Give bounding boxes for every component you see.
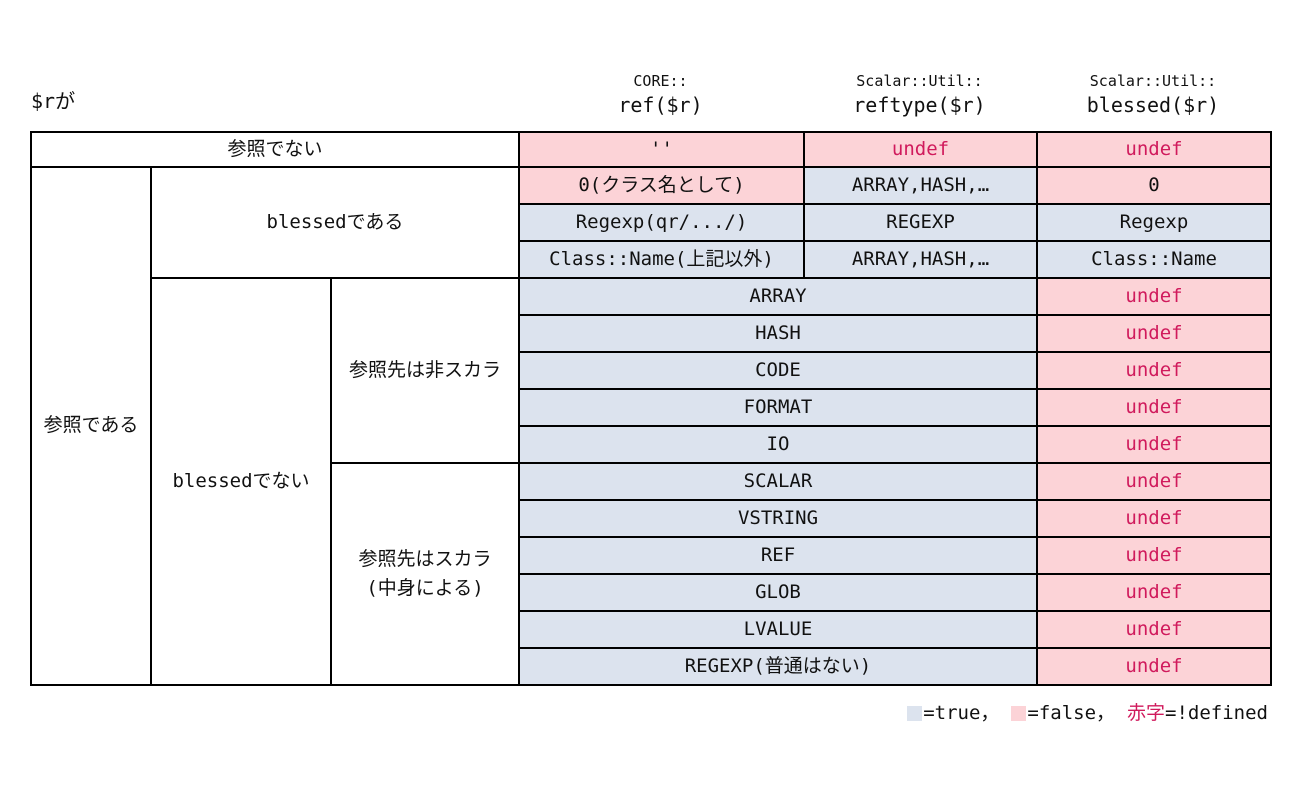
side-cell-is-ref: 参照である <box>30 166 152 686</box>
column-header-reftype: Scalar::Util:: reftype($r) <box>803 70 1036 119</box>
side-cell-not-blessed: blessedでない <box>150 277 332 686</box>
cell-ref-empty-string: '' <box>518 131 805 168</box>
cell-blessed-regexp: Regexp <box>1036 203 1272 242</box>
legend-false-label: =false， <box>1027 702 1116 724</box>
cell-ref-regexp: Regexp(qr/.../) <box>518 203 805 242</box>
cell-ref-reftype-code: CODE <box>518 351 1038 390</box>
legend-defined-label: =!defined <box>1165 702 1268 724</box>
cell-reftype-regexp: REGEXP <box>803 203 1038 242</box>
legend: =true， =false， 赤字=!defined <box>907 699 1268 727</box>
cell-blessed-undef: undef <box>1036 610 1272 649</box>
cell-ref-reftype-ref: REF <box>518 536 1038 575</box>
table-row: REF undef <box>31 536 1272 575</box>
side-cell-target-scalar: 参照先はスカラ (中身による) <box>330 462 520 686</box>
column-header-blessed-function: blessed($r) <box>1086 93 1220 117</box>
false-color-swatch-icon <box>1011 705 1027 721</box>
cell-blessed-undef: undef <box>1036 425 1272 464</box>
column-header-ref: CORE:: ref($r) <box>518 70 803 119</box>
table-row: HASH undef <box>31 314 1272 353</box>
cell-blessed-undef: undef <box>1036 499 1272 538</box>
column-header-blessed: Scalar::Util:: blessed($r) <box>1036 70 1270 119</box>
column-header-ref-function: ref($r) <box>618 93 703 117</box>
row-variable-label: $rが <box>31 89 76 113</box>
table-row: 参照でない '' undef undef <box>30 131 1272 168</box>
true-color-swatch-icon <box>907 705 923 721</box>
cell-ref-reftype-glob: GLOB <box>518 573 1038 612</box>
cell-reftype-array-hash: ARRAY,HASH,… <box>803 166 1038 205</box>
table-row: blessedでない 参照先は非スカラ ARRAY undef <box>31 277 1272 686</box>
table-row: Class::Name(上記以外) ARRAY,HASH,… Class::Na… <box>31 240 1272 279</box>
table-row: VSTRING undef <box>31 499 1272 538</box>
legend-true-label: =true， <box>923 702 1000 724</box>
column-header-reftype-function: reftype($r) <box>853 93 986 117</box>
table-row: LVALUE undef <box>31 610 1272 649</box>
side-cell-blessed: blessedである <box>150 166 520 279</box>
table-row: REGEXP(普通はない) undef <box>31 647 1272 686</box>
table-row: 参照先はスカラ (中身による) SCALAR undef <box>31 462 1272 686</box>
cell-ref-reftype-format: FORMAT <box>518 388 1038 427</box>
table-row: 参照である blessedである 0(クラス名として) ARRAY,HASH,…… <box>30 166 1272 686</box>
column-header-blessed-namespace: Scalar::Util:: <box>1089 72 1217 90</box>
cell-blessed-undef: undef <box>1036 277 1272 316</box>
cell-ref-zero-class: 0(クラス名として) <box>518 166 805 205</box>
cell-reftype-array-hash: ARRAY,HASH,… <box>803 240 1038 279</box>
cell-blessed-undef: undef <box>1036 351 1272 390</box>
column-header-reftype-namespace: Scalar::Util:: <box>856 72 983 90</box>
cell-reftype-undef: undef <box>803 131 1038 168</box>
cell-ref-reftype-regexp-rare: REGEXP(普通はない) <box>518 647 1038 686</box>
cell-ref-class-name: Class::Name(上記以外) <box>518 240 805 279</box>
cell-blessed-undef: undef <box>1036 388 1272 427</box>
cell-ref-reftype-vstring: VSTRING <box>518 499 1038 538</box>
cell-blessed-undef: undef <box>1036 536 1272 575</box>
side-cell-target-nonscalar: 参照先は非スカラ <box>330 277 520 464</box>
cell-ref-reftype-array: ARRAY <box>518 277 1038 316</box>
table-row: GLOB undef <box>31 573 1272 612</box>
cell-blessed-undef: undef <box>1036 131 1272 168</box>
cell-blessed-undef: undef <box>1036 462 1272 501</box>
cell-blessed-undef: undef <box>1036 647 1272 686</box>
table-row: Regexp(qr/.../) REGEXP Regexp <box>31 203 1272 242</box>
table-row: IO undef <box>31 425 1272 464</box>
side-cell-target-scalar-line1: 参照先はスカラ <box>358 547 492 570</box>
cell-blessed-undef: undef <box>1036 573 1272 612</box>
cell-ref-reftype-scalar: SCALAR <box>518 462 1038 501</box>
ref-reftype-blessed-table: 参照でない '' undef undef 参照である blessedである 0(… <box>30 131 1272 686</box>
cell-blessed-class-name: Class::Name <box>1036 240 1272 279</box>
column-header-ref-namespace: CORE:: <box>633 72 688 90</box>
cell-blessed-undef: undef <box>1036 314 1272 353</box>
table-row: FORMAT undef <box>31 388 1272 427</box>
cell-ref-reftype-io: IO <box>518 425 1038 464</box>
side-cell-target-scalar-line2: (中身による) <box>366 577 484 599</box>
cell-ref-reftype-hash: HASH <box>518 314 1038 353</box>
table-row: CODE undef <box>31 351 1272 390</box>
legend-red-word: 赤字 <box>1127 702 1166 724</box>
cell-ref-reftype-lvalue: LVALUE <box>518 610 1038 649</box>
cell-blessed-zero: 0 <box>1036 166 1272 205</box>
side-cell-not-ref: 参照でない <box>30 131 520 168</box>
